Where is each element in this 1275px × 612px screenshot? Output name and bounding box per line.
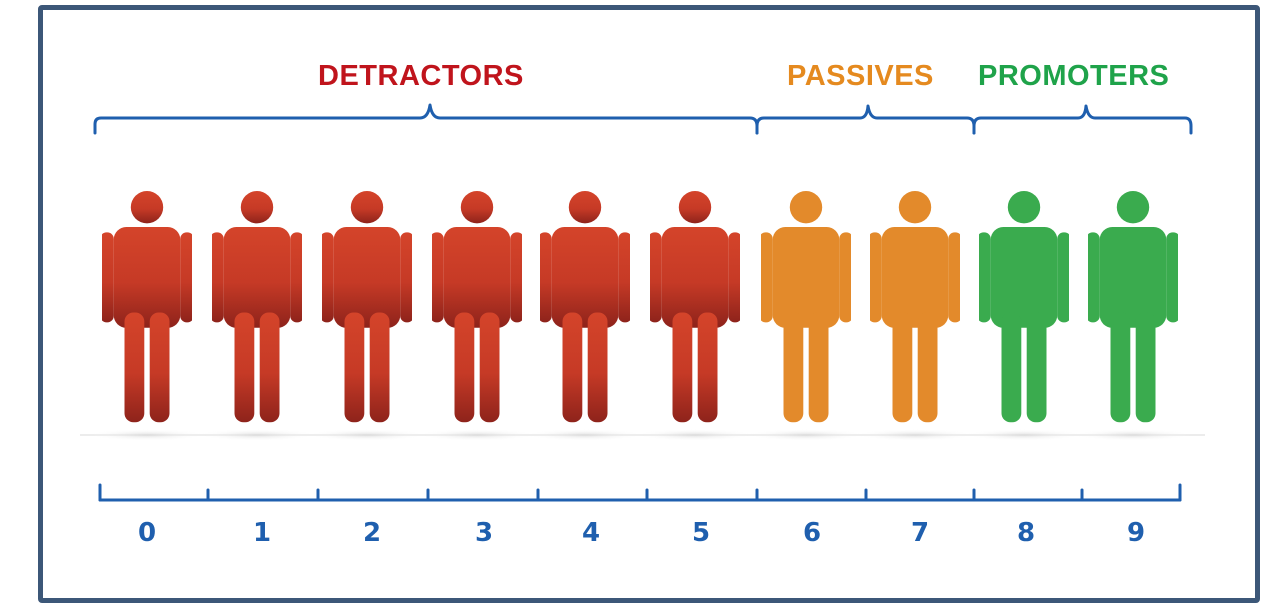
promoters-label: PROMOTERS	[978, 60, 1170, 92]
passives-bracket	[755, 104, 976, 135]
detractor-person-icon	[212, 191, 302, 423]
detractor-person-icon	[322, 191, 412, 423]
figure-shadow	[1073, 429, 1193, 441]
figure-shadow	[417, 429, 537, 441]
promoter-person-icon	[1088, 191, 1178, 423]
passive-person-icon	[761, 191, 851, 423]
passives-label: PASSIVES	[787, 60, 934, 92]
scale-number: 1	[252, 518, 272, 548]
detractors-label: DETRACTORS	[318, 60, 524, 92]
figure-shadow	[635, 429, 755, 441]
scale-number: 2	[362, 518, 382, 548]
detractor-person-icon	[540, 191, 630, 423]
figure-shadow	[87, 429, 207, 441]
scale-number: 7	[910, 518, 930, 548]
scale-number: 9	[1126, 518, 1146, 548]
detractors-bracket	[93, 103, 759, 135]
figure-shadow	[746, 429, 866, 441]
figure-shadow	[197, 429, 317, 441]
scale-number: 6	[802, 518, 822, 548]
promoter-person-icon	[979, 191, 1069, 423]
figures-row	[87, 191, 1193, 441]
detractor-person-icon	[432, 191, 522, 423]
figure-shadow	[964, 429, 1084, 441]
figure-shadow	[525, 429, 645, 441]
scale-axis	[98, 483, 1182, 502]
promoters-bracket	[972, 104, 1193, 135]
scale-number: 4	[581, 518, 601, 548]
scale-number: 8	[1016, 518, 1036, 548]
detractor-person-icon	[650, 191, 740, 423]
scale-number: 5	[691, 518, 711, 548]
figure-shadow	[855, 429, 975, 441]
scale-number: 3	[474, 518, 494, 548]
group-brackets	[93, 103, 1193, 135]
scale-number: 0	[137, 518, 157, 548]
passive-person-icon	[870, 191, 960, 423]
detractor-person-icon	[102, 191, 192, 423]
figure-shadow	[307, 429, 427, 441]
